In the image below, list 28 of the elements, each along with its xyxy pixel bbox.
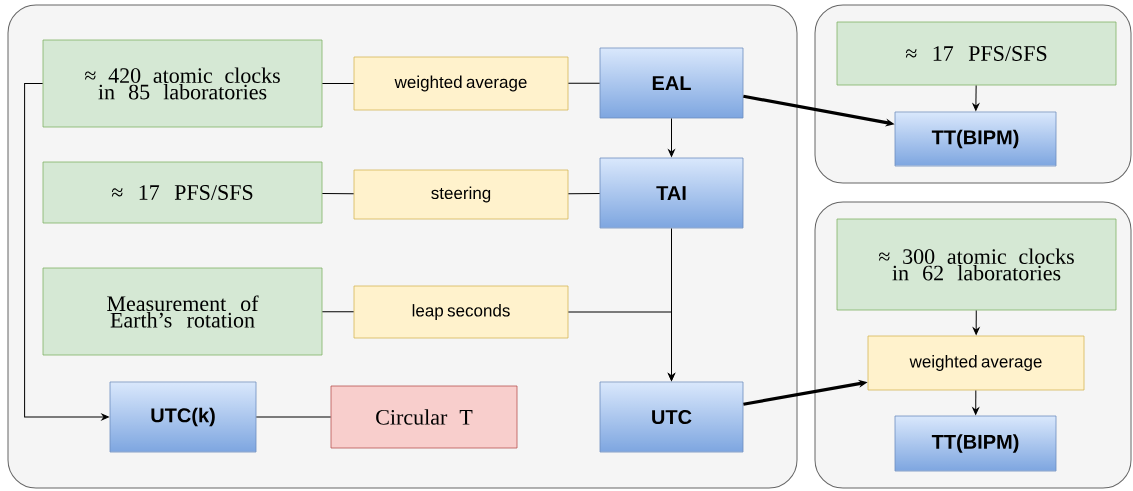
arrow bbox=[24, 83, 109, 421]
connector-line bbox=[255, 416, 332, 418]
connector-line bbox=[321, 311, 355, 313]
timescale-box: EAL bbox=[599, 47, 744, 119]
source-box: Measurement of Earth’s rotation bbox=[42, 267, 323, 356]
timescale-box: UTC bbox=[599, 381, 744, 453]
arrow bbox=[972, 389, 980, 415]
source-box: ≈ 17 PFS/SFS bbox=[836, 21, 1117, 86]
arrow bbox=[972, 309, 980, 335]
connector-line bbox=[567, 82, 601, 84]
source-box: ≈ 300 atomic clocks in 62 laboratories bbox=[836, 218, 1117, 311]
connector-line bbox=[567, 193, 601, 195]
process-box: weighted average bbox=[867, 335, 1085, 391]
connector-line bbox=[321, 83, 355, 84]
arrow bbox=[668, 117, 675, 157]
source-box: ≈ 17 PFS/SFS bbox=[42, 161, 323, 224]
arrow bbox=[972, 84, 980, 111]
timescale-box: TT(BIPM) bbox=[894, 111, 1057, 167]
arrow bbox=[567, 311, 675, 381]
timescale-box: UTC(k) bbox=[109, 381, 257, 453]
timescale-box: TAI bbox=[599, 157, 744, 229]
process-box: weighted average bbox=[353, 56, 569, 111]
timescale-box: TT(BIPM) bbox=[894, 415, 1057, 472]
process-box: steering bbox=[353, 169, 569, 220]
source-box: ≈ 420 atomic clocks in 85 laboratories bbox=[42, 39, 323, 128]
connector-line bbox=[321, 193, 355, 195]
publication-box: Circular T bbox=[330, 385, 518, 449]
process-box: leap seconds bbox=[353, 285, 569, 339]
